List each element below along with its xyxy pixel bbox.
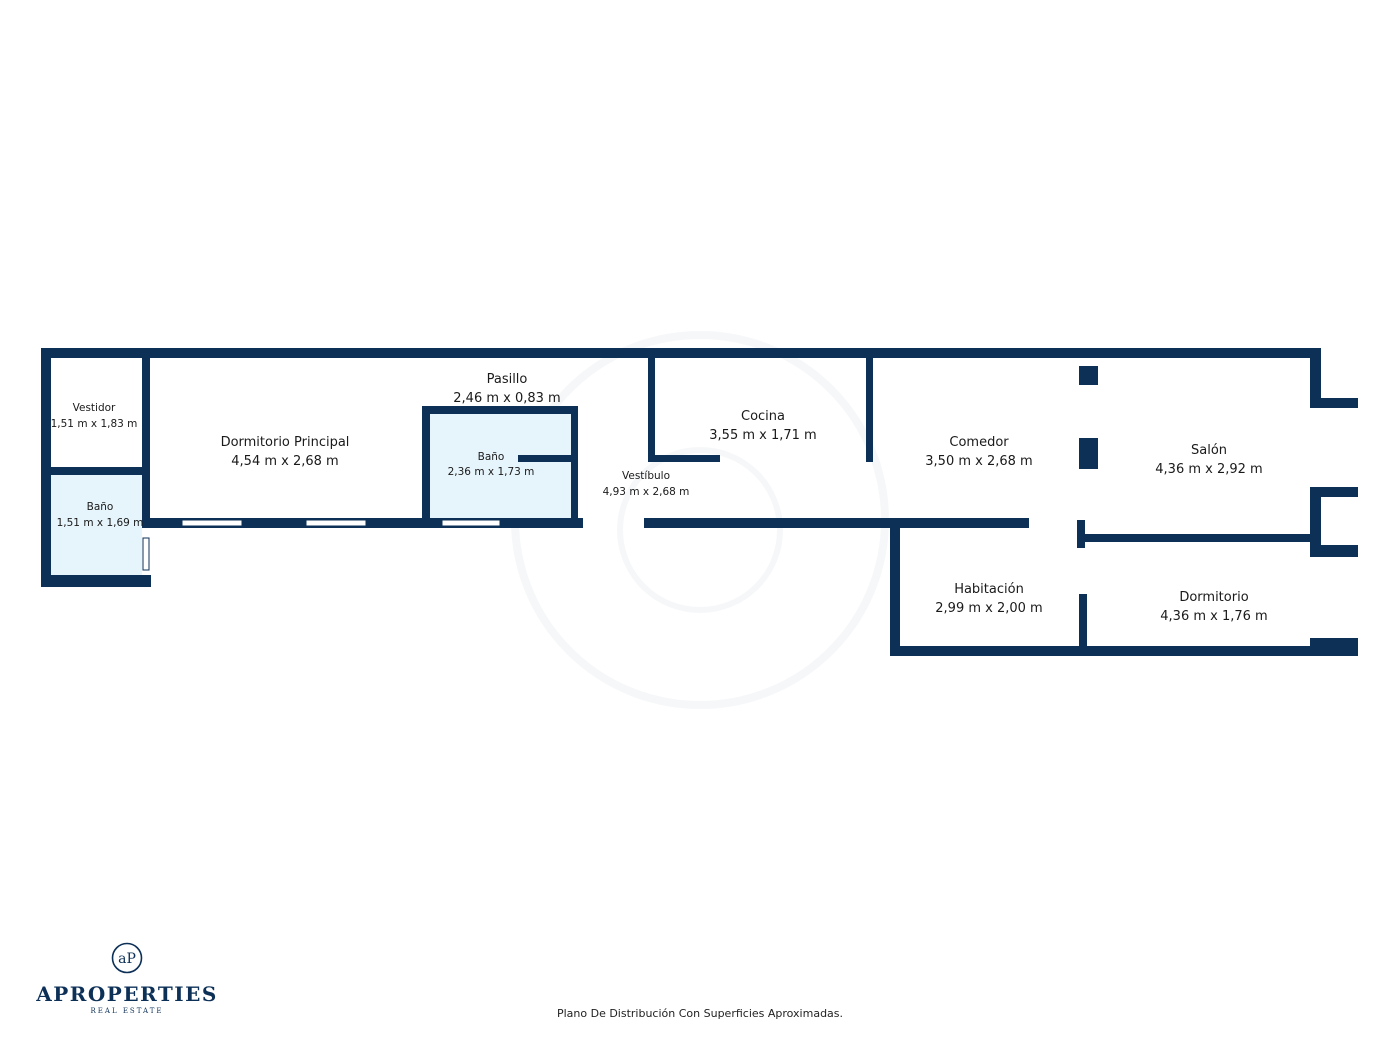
room-comedor-dims: 3,50 m x 2,68 m [925, 454, 1032, 469]
room-dormitorio-name: Dormitorio [1179, 590, 1248, 605]
room-bano2-name: Baño [478, 451, 505, 463]
room-comedor-name: Comedor [949, 435, 1009, 450]
room-cocina-name: Cocina [741, 409, 785, 424]
logo-subtitle: REAL ESTATE [90, 1007, 164, 1015]
room-vestibulo-dims: 4,93 m x 2,68 m [603, 486, 690, 498]
company-logo: aP APROPERTIES REAL ESTATE [34, 942, 220, 1015]
room-dormitorio-principal-name: Dormitorio Principal [221, 435, 350, 450]
room-vestidor-name: Vestidor [73, 402, 116, 414]
room-salon-name: Salón [1191, 443, 1227, 458]
plan-caption: Plano De Distribución Con Superficies Ap… [556, 1007, 844, 1020]
room-pasillo-dims: 2,46 m x 0,83 m [453, 391, 560, 406]
room-bano1-name: Baño [87, 501, 114, 513]
room-habitacion-dims: 2,99 m x 2,00 m [935, 601, 1042, 616]
room-habitacion-name: Habitación [954, 582, 1024, 597]
bath-fill-left [51, 475, 142, 575]
room-dormitorio-principal-dims: 4,54 m x 2,68 m [231, 454, 338, 469]
logo-name: APROPERTIES [36, 982, 218, 1006]
room-vestidor-dims: 1,51 m x 1,83 m [51, 418, 138, 430]
room-bano2-dims: 2,36 m x 1,73 m [448, 466, 535, 478]
svg-text:aP: aP [118, 951, 136, 967]
room-salon-dims: 4,36 m x 2,92 m [1155, 462, 1262, 477]
room-cocina-dims: 3,55 m x 1,71 m [709, 428, 816, 443]
room-bano1-dims: 1,51 m x 1,69 m [57, 517, 144, 529]
room-dormitorio-dims: 4,36 m x 1,76 m [1160, 609, 1267, 624]
room-vestibulo-name: Vestíbulo [622, 470, 670, 482]
room-pasillo-name: Pasillo [487, 372, 528, 387]
windows [142, 519, 501, 571]
bath-fill-center [430, 414, 571, 520]
ap-monogram-icon: aP [111, 942, 143, 974]
